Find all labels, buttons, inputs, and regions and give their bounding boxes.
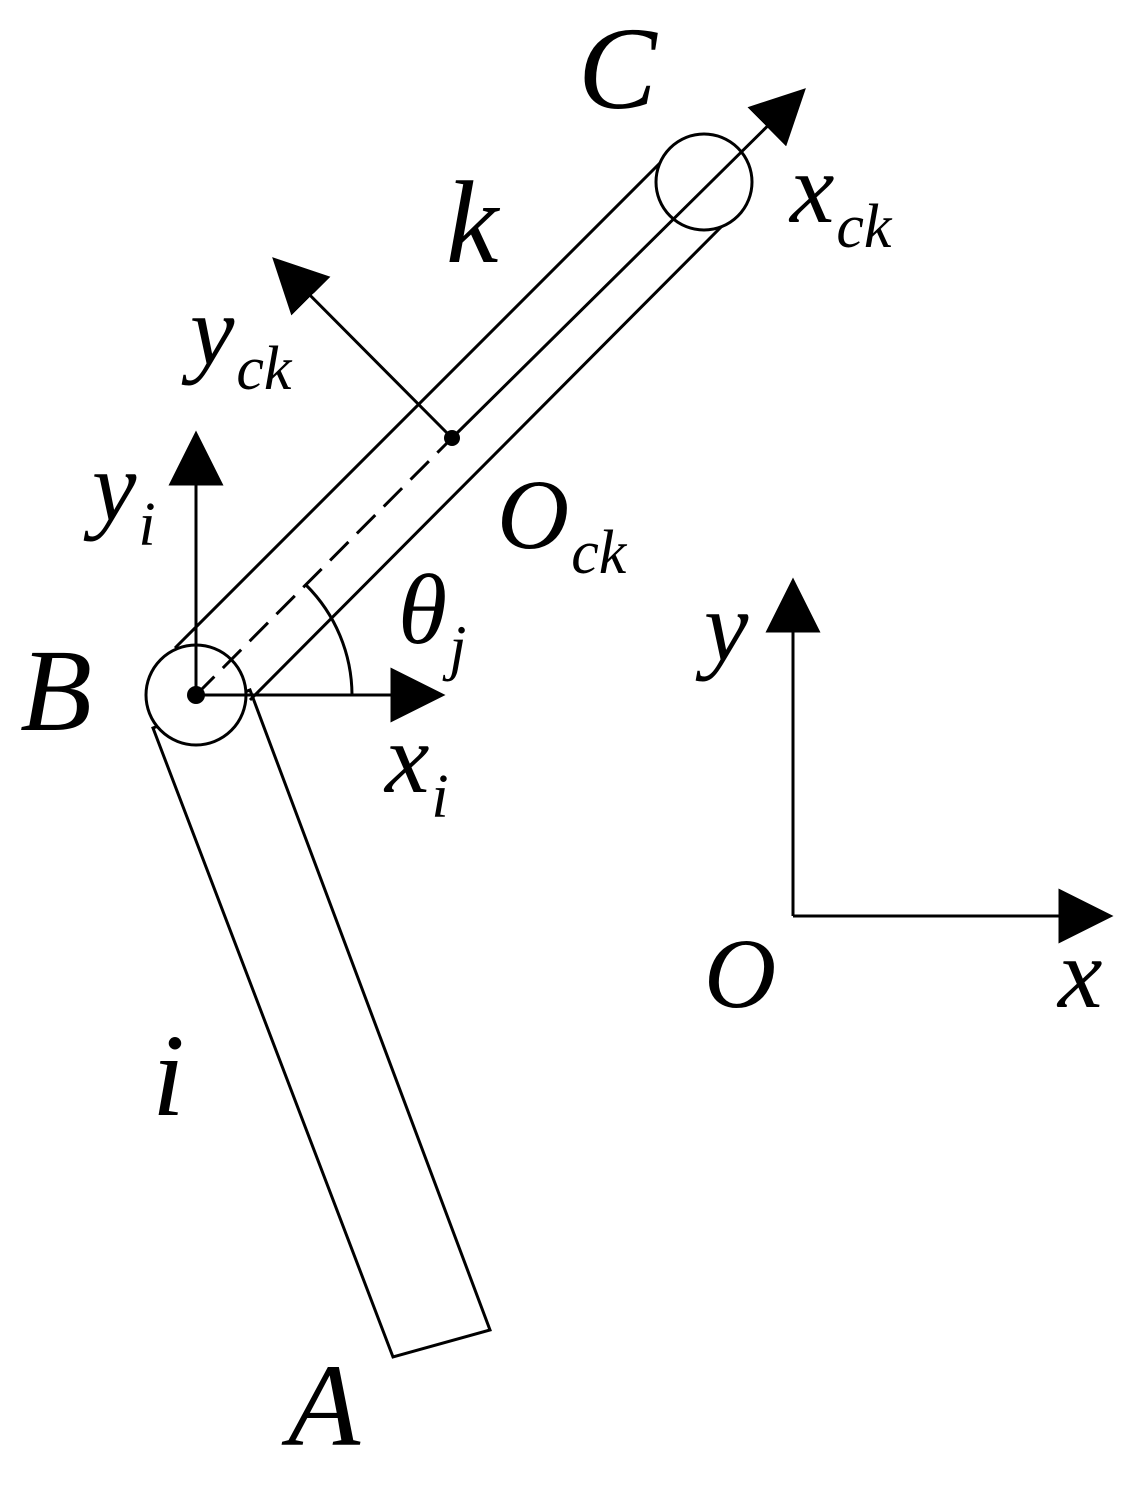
label-point-a: A bbox=[281, 1340, 361, 1471]
link-k-centerline-dashed bbox=[194, 436, 454, 697]
b-center-point bbox=[187, 686, 205, 704]
label-global-o: O bbox=[704, 918, 776, 1029]
x-ck-axis-arrow bbox=[450, 88, 806, 440]
label-link-i: i bbox=[152, 1010, 185, 1141]
label-link-k: k bbox=[446, 157, 501, 288]
y-ck-axis-arrow bbox=[272, 257, 454, 440]
label-global-y: y bbox=[695, 571, 749, 682]
label-point-c: C bbox=[578, 3, 658, 134]
label-theta-j: θj bbox=[398, 554, 466, 682]
link-k-upper-edge bbox=[173, 151, 672, 650]
label-global-x: x bbox=[1056, 918, 1102, 1029]
label-o-ck: Ock bbox=[497, 459, 628, 587]
label-y-i: yi bbox=[83, 431, 156, 559]
label-y-ck: yck bbox=[181, 275, 293, 403]
label-x-ck: xck bbox=[788, 133, 893, 261]
joint-c-circle bbox=[654, 132, 754, 232]
label-x-i: xi bbox=[383, 703, 449, 831]
theta-j-angle-arc bbox=[304, 583, 354, 696]
label-point-b: B bbox=[20, 625, 92, 756]
o-ck-point bbox=[444, 430, 460, 446]
